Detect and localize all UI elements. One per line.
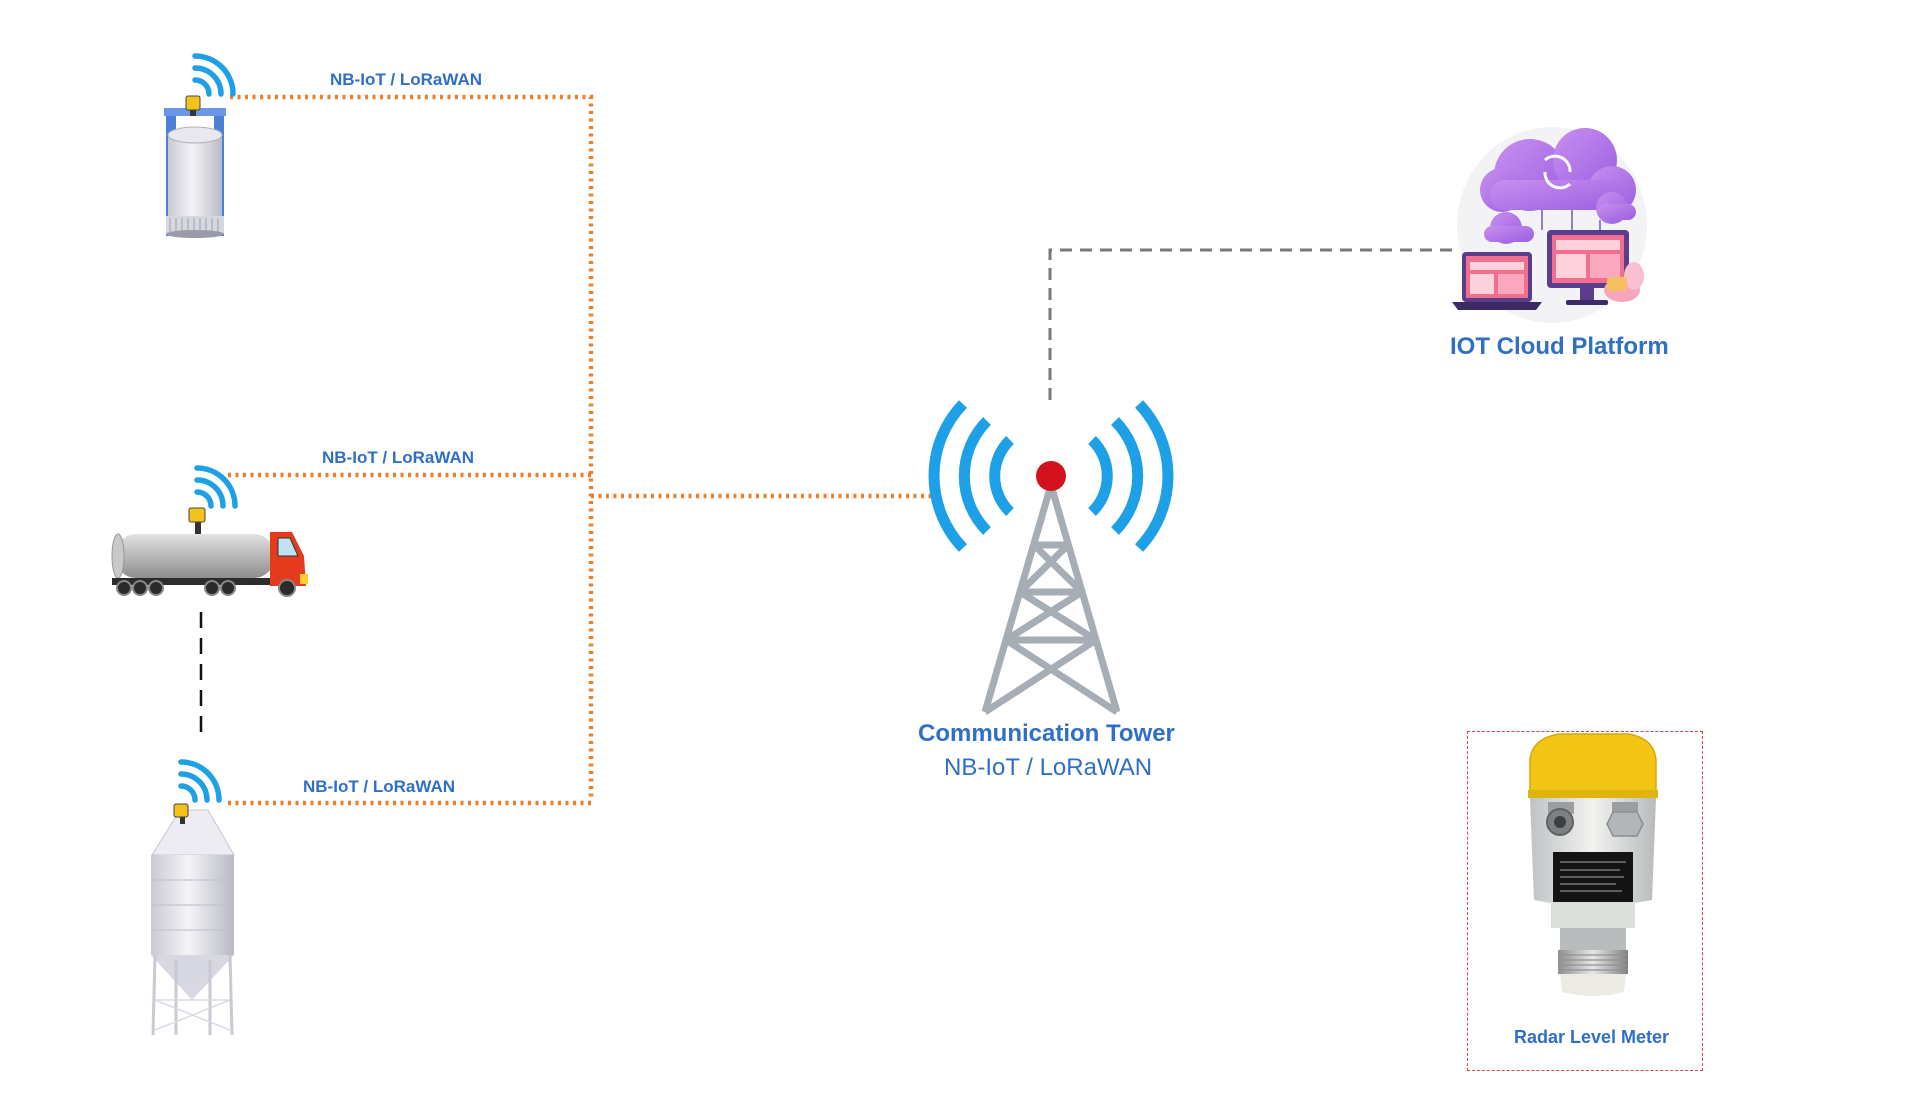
tank-link-line — [230, 94, 594, 800]
communication-tower-icon — [981, 461, 1121, 715]
tank-icon — [164, 108, 226, 238]
radar-meter-title: Radar Level Meter — [1514, 1027, 1670, 1047]
tower-signal-waves — [928, 400, 1174, 552]
beacon-light — [1036, 461, 1066, 491]
wifi-signal-icon — [192, 53, 236, 97]
silo-icon — [151, 809, 235, 1036]
radar-level-meter-photo — [1528, 733, 1658, 996]
cloud-platform-title: IOT Cloud Platform — [1450, 333, 1669, 360]
radar-sensor-icon — [188, 507, 206, 534]
silo-link-label: NB-IoT / LoRaWAN — [303, 777, 456, 796]
tower-title: Communication Tower — [918, 720, 1175, 747]
wireless-links — [228, 94, 935, 806]
tank-link-label: NB-IoT / LoRaWAN — [330, 70, 483, 89]
wifi-signal-icon — [194, 465, 238, 509]
radar-sensor-icon — [185, 95, 201, 116]
cloud-platform-icon — [1452, 127, 1647, 323]
wifi-signal-icon — [178, 759, 222, 803]
radar-sensor-icon — [173, 803, 189, 824]
cloud-link-line — [1048, 248, 1458, 400]
radar-meter-highlight-box — [1467, 731, 1703, 1071]
tower-subtitle: NB-IoT / LoRaWAN — [944, 754, 1153, 781]
tanker-truck-icon — [111, 532, 308, 597]
truck-link-label: NB-IoT / LoRaWAN — [322, 448, 475, 467]
